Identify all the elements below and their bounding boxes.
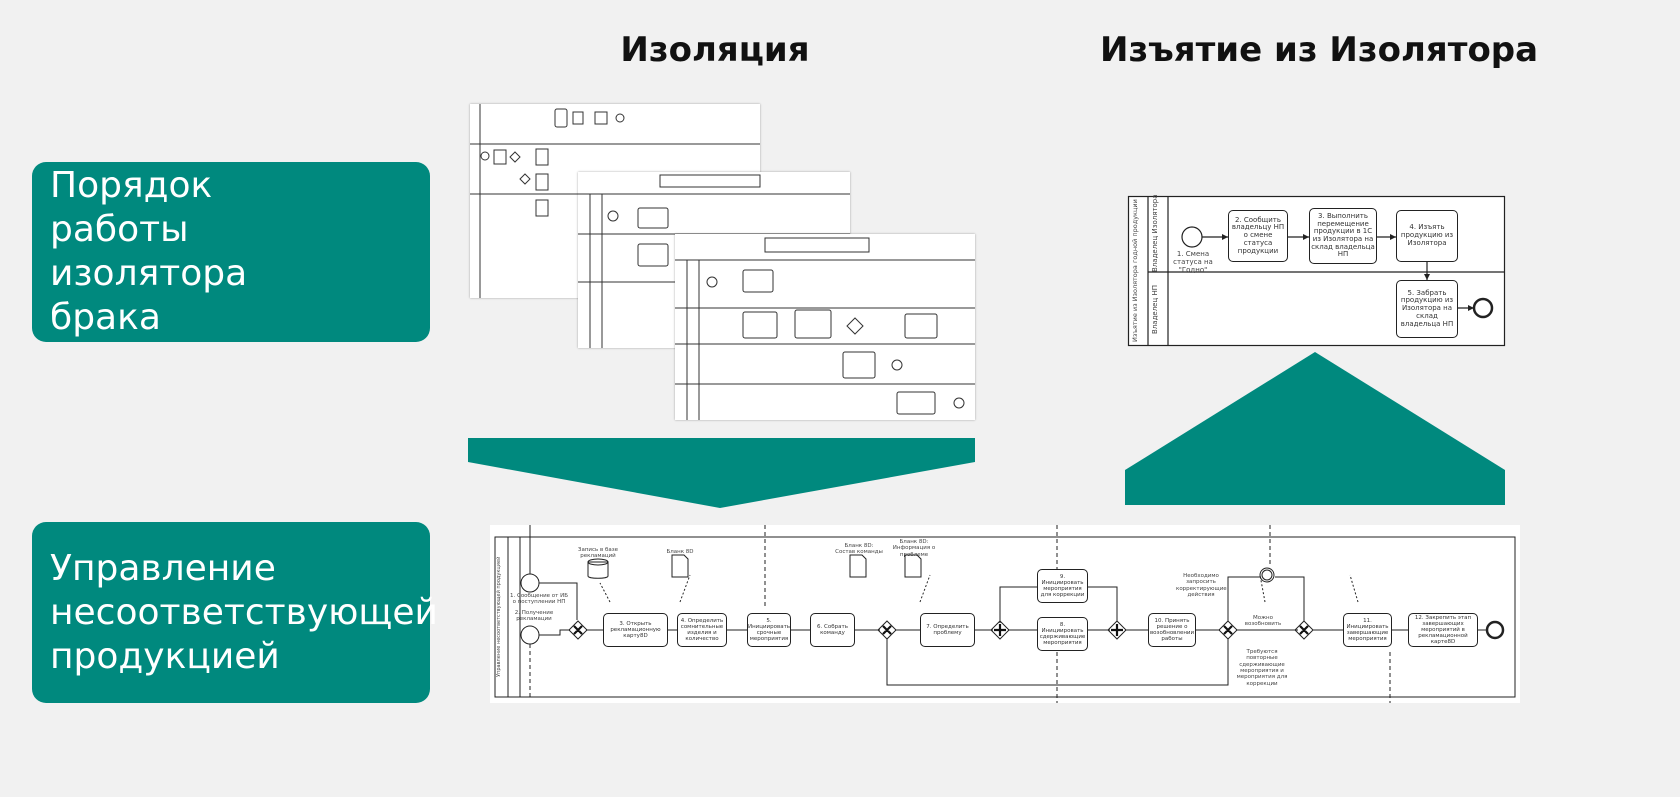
task-3: 3. Открыть рекламационную карту8D [603, 613, 668, 647]
event-label-complaint: 2. Получение рекламации [514, 610, 554, 623]
box-label: Порядок работы изолятора брака [50, 165, 248, 338]
task-10: 10. Принять решение о возобновлении рабо… [1148, 613, 1196, 647]
artifact-8d-form: Бланк 8D [666, 549, 694, 555]
flow-label-can-resume: Можно возобновить [1244, 615, 1282, 628]
pool-label: Управление несоответствующей продукцией [496, 556, 502, 678]
title-withdrawal: Изъятие из Изолятора [1100, 30, 1539, 70]
title-isolation: Изоляция [620, 30, 810, 70]
withdrawal-bpmn-diagram: Изъятие из Изолятора годной продукции Вл… [1127, 194, 1506, 347]
box-label: Управление несоответствующей продукцией [50, 547, 438, 677]
nonconforming-bpmn-diagram: Управление несоответствующей продукцией … [490, 525, 1520, 703]
up-arrow [1125, 352, 1505, 505]
isolation-diagram-sheet-3 [675, 234, 975, 420]
task-12: 12. Закрепить этап завершающих мероприят… [1408, 613, 1478, 647]
task-9: 9. Инициировать мероприятия для коррекци… [1037, 569, 1088, 603]
box-nonconforming-product: Управление несоответствующей продукцией [32, 522, 438, 703]
lane-label-np-owner: Владелец НП [1151, 284, 1159, 334]
artifact-complaint-db: Запись в базе рекламаций [577, 547, 619, 560]
flow-label-need-corrective: Необходимо запросить корректирующие дейс… [1176, 573, 1227, 598]
event-label-ib-message: 1. Сообщение от ИБ о поступлении НП [509, 593, 569, 606]
task-notify-owner: 2. Сообщить владельцу НП о смене статуса… [1228, 210, 1288, 262]
task-11: 11. Инициировать завершающие мероприятия [1343, 613, 1392, 647]
task-6: 6. Собрать команду [810, 613, 855, 647]
artifact-8d-team: Бланк 8D: Состав команды [835, 543, 883, 556]
task-move-in-1c: 3. Выполнить перемещение продукции в 1С … [1309, 208, 1377, 264]
task-5: 5. Инициировать срочные мероприятия [747, 613, 791, 647]
task-8: 8. Инициировать сдерживающие мероприятия [1037, 617, 1088, 651]
start-event-label: 1. Смена статуса на "Годно" [1173, 250, 1213, 275]
pool-label: Изъятие из Изолятора годной продукции [1131, 199, 1139, 343]
task-4: 4. Определить сомнительные изделия и кол… [677, 613, 727, 647]
lane-label-isolator-owner: Владелец Изолятора [1151, 194, 1159, 272]
task-7: 7. Определить проблему [920, 613, 975, 647]
flow-label-repeat: Требуются повторные сдерживающие меропри… [1236, 649, 1288, 687]
task-pick-up-product: 5. Забрать продукцию из Изолятора на скл… [1396, 280, 1458, 338]
artifact-8d-problem: Бланк 8D: Информация о проблеме [892, 539, 936, 558]
task-withdraw-product: 4. Изъять продукцию из Изолятора [1396, 210, 1458, 262]
down-arrow [468, 438, 975, 508]
box-isolator-procedure: Порядок работы изолятора брака [32, 162, 430, 342]
